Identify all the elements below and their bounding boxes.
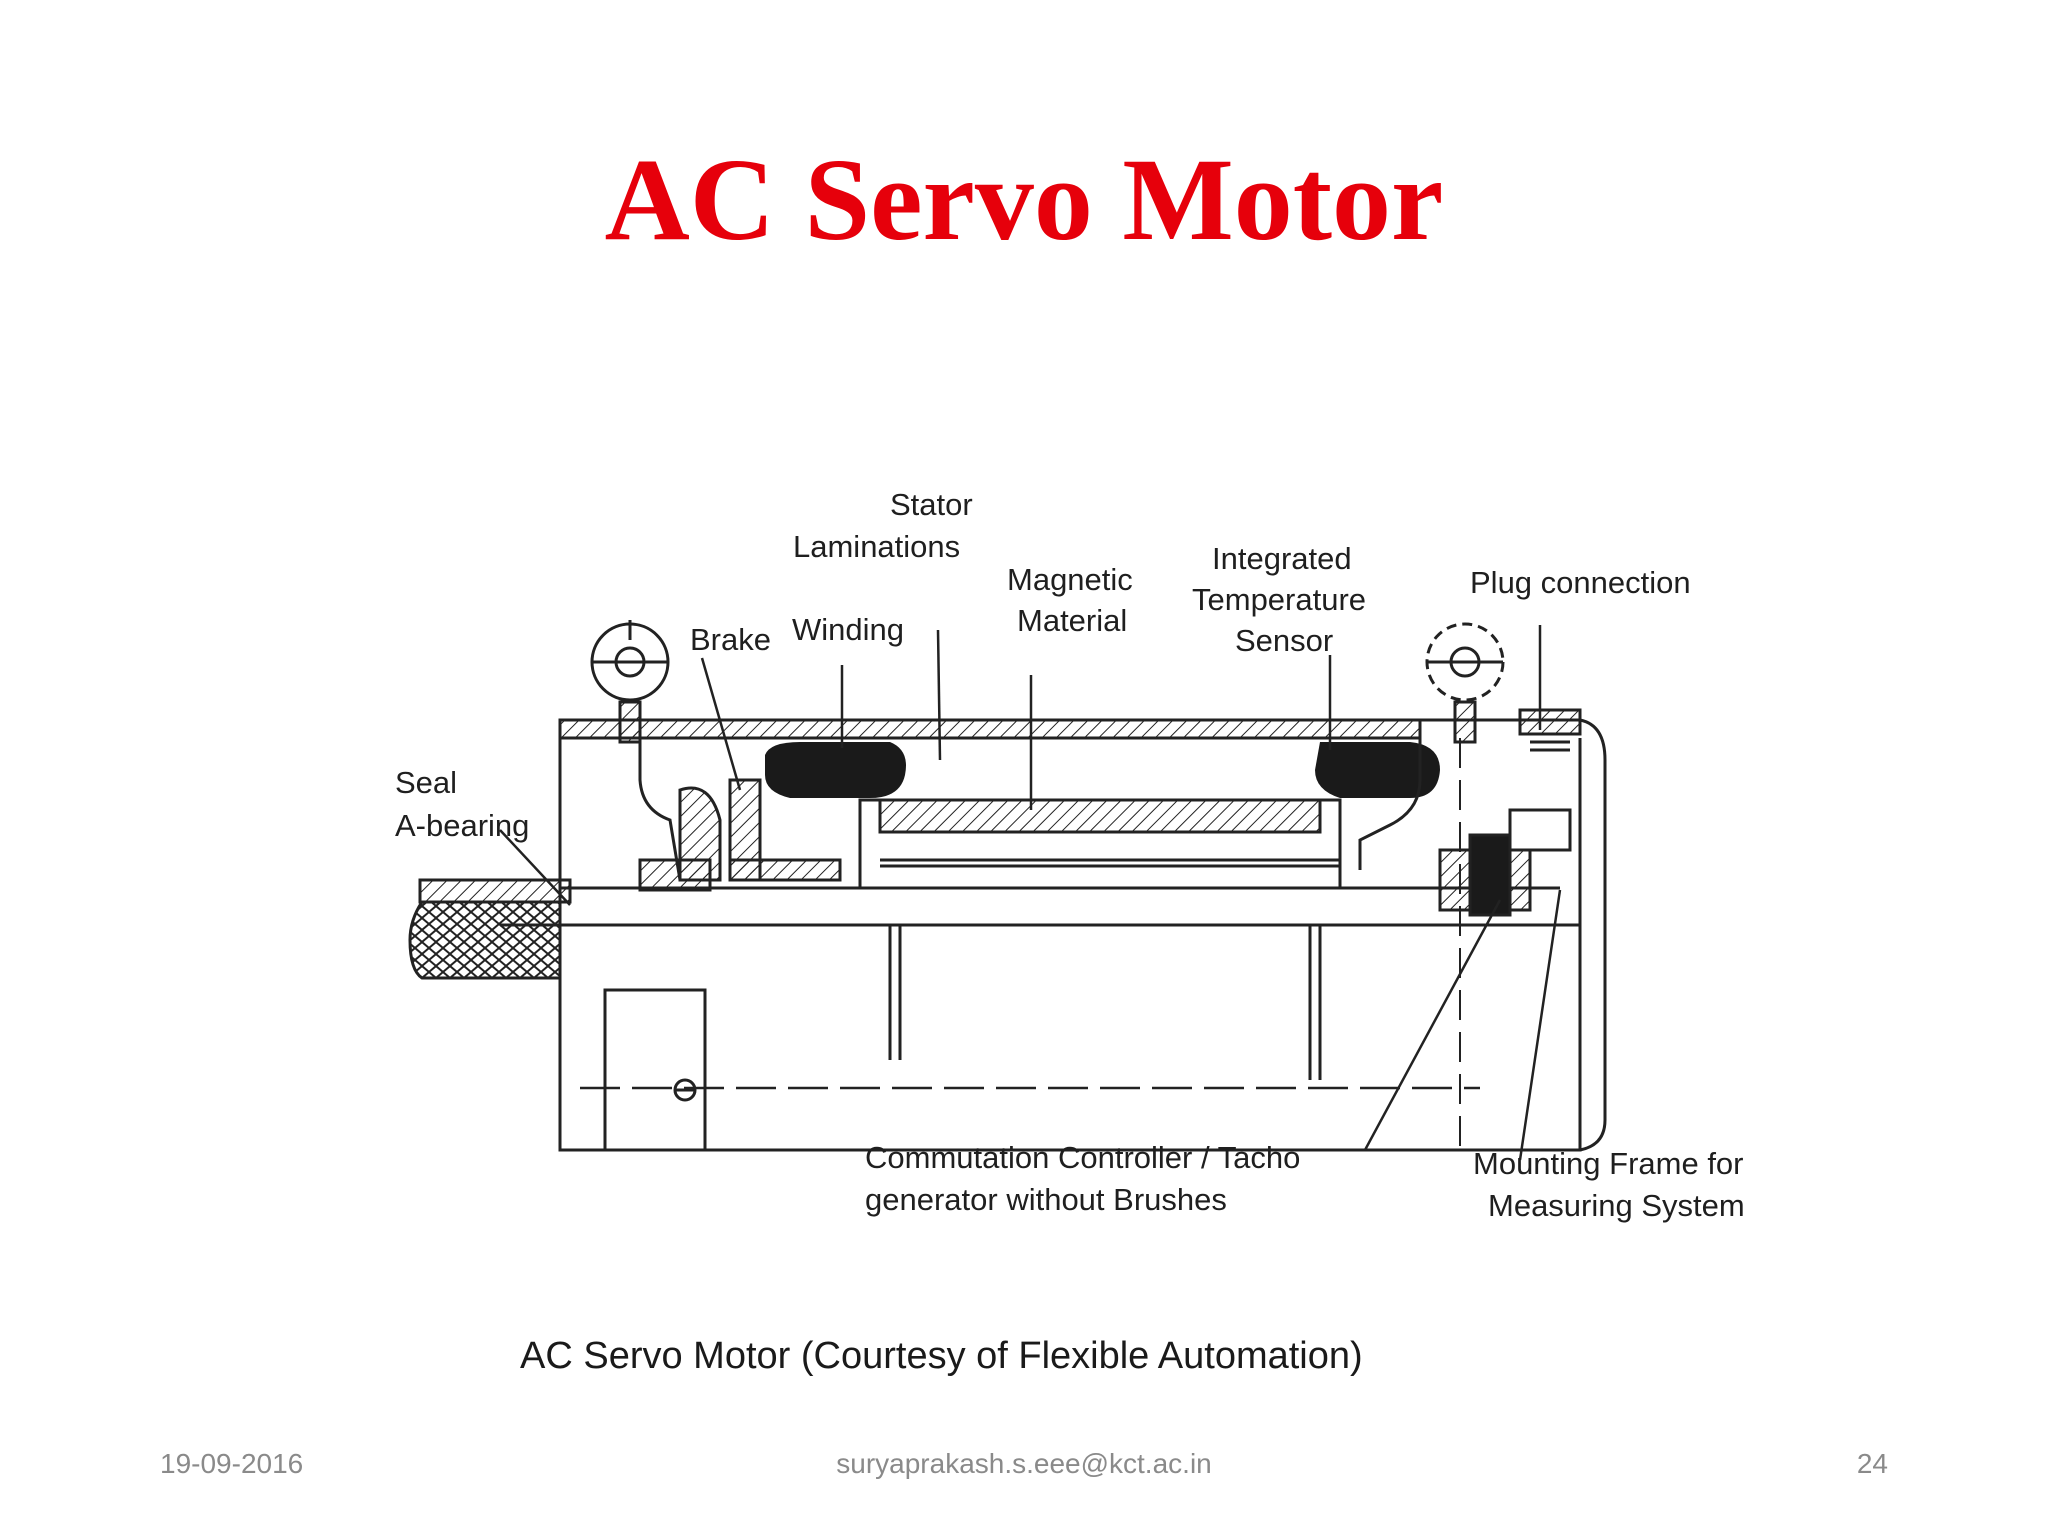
diagram-labels: Stator Laminations Winding Brake Magneti… — [395, 487, 1745, 1223]
label-mounting-line2: Measuring System — [1488, 1188, 1745, 1223]
footer-page-number: 24 — [1856, 1448, 1888, 1479]
label-magnetic-line1: Magnetic — [1007, 562, 1133, 597]
winding-coils — [765, 742, 1440, 798]
label-seal: Seal — [395, 765, 457, 800]
brake-assembly — [638, 738, 842, 892]
figure-caption: AC Servo Motor (Courtesy of Flexible Aut… — [520, 1335, 1363, 1377]
leader-lines — [499, 625, 1562, 1161]
label-plug: Plug connection — [1470, 565, 1691, 600]
label-abearing: A-bearing — [395, 808, 529, 843]
shaft-end — [408, 878, 572, 980]
label-mounting-line1: Mounting Frame for — [1473, 1146, 1744, 1181]
slide-title: AC Servo Motor — [604, 134, 1444, 265]
footer-date: 19-09-2016 — [160, 1448, 304, 1479]
label-brake: Brake — [690, 622, 771, 657]
label-commutation-line1: Commutation Controller / Tacho — [865, 1140, 1300, 1175]
label-temp-line2: Temperature — [1192, 582, 1366, 617]
servo-motor-diagram: Stator Laminations Winding Brake Magneti… — [395, 487, 1745, 1223]
label-magnetic-line2: Material — [1017, 603, 1127, 638]
label-stator-line2: Laminations — [793, 529, 960, 564]
rear-assembly — [1358, 708, 1582, 917]
label-stator-line1: Stator — [890, 487, 973, 522]
label-commutation-line2: generator without Brushes — [865, 1182, 1227, 1217]
eye-bolt-right — [1425, 622, 1505, 744]
label-temp-line3: Sensor — [1235, 623, 1333, 658]
eye-bolt-left — [590, 620, 670, 744]
footer-email: suryaprakash.s.eee@kct.ac.in — [836, 1448, 1212, 1479]
motor-housing — [500, 718, 1607, 1152]
label-temp-line1: Integrated — [1212, 541, 1352, 576]
label-winding: Winding — [792, 612, 904, 647]
